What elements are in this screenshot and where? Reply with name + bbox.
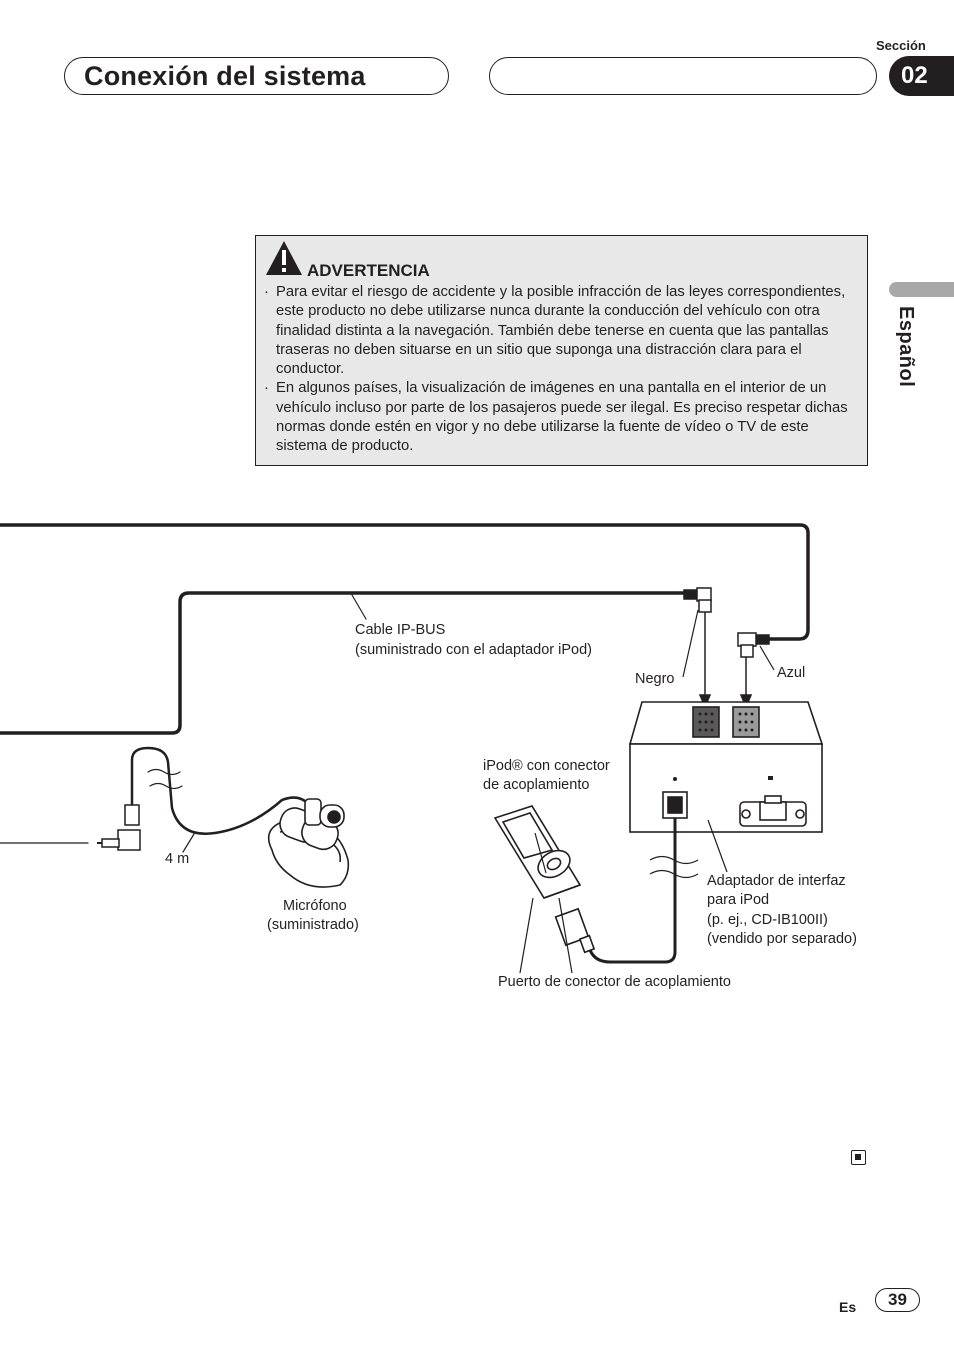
adapter-label-3: (p. ej., CD-IB100II) <box>707 912 828 928</box>
black-connector <box>683 587 712 613</box>
cable-ipbus <box>0 591 690 735</box>
adapter-label-4: (vendido por separado) <box>707 931 857 947</box>
language-tab-label: Español <box>895 306 917 388</box>
adapter-label-2: para iPod <box>707 892 770 908</box>
microphone-sublabel: (suministrado) <box>267 917 359 933</box>
warning-item: · En algunos países, la visualización de… <box>262 379 862 456</box>
mic-cable <box>130 746 312 835</box>
language-tab-marker <box>889 282 954 297</box>
section-label: Sección <box>876 38 926 53</box>
ipod-label: iPod® con conector <box>483 758 610 774</box>
mini-jack-plug <box>97 804 141 851</box>
blue-label: Azul <box>777 665 806 681</box>
page-number: 39 <box>875 1288 920 1312</box>
adapter-label-1: Adaptador de interfaz <box>707 873 846 889</box>
warning-item: · Para evitar el riesgo de accidente y l… <box>262 283 862 379</box>
cable-length-label: 4 m <box>165 851 190 867</box>
section-number: 02 <box>889 56 954 96</box>
warning-item-text: En algunos países, la visualización de i… <box>276 380 848 455</box>
ipbus-cable-label: Cable IP-BUS <box>355 622 446 638</box>
warning-title: ADVERTENCIA <box>307 261 430 280</box>
ipbus-cable-sublabel: (suministrado con el adaptador iPod) <box>355 642 592 658</box>
end-of-section-icon <box>851 1150 866 1165</box>
cable-blue <box>0 523 810 641</box>
bullet: · <box>264 284 269 300</box>
page-title: Conexión del sistema <box>84 61 366 91</box>
warning-triangle-icon <box>266 241 302 275</box>
title-frame <box>64 57 449 95</box>
bullet: · <box>264 380 269 397</box>
dock-port-label: Puerto de conector de acoplamiento <box>498 974 731 990</box>
blue-connector <box>737 632 770 658</box>
warning-list: · Para evitar el riesgo de accidente y l… <box>262 283 862 457</box>
ipod-sublabel: de acoplamiento <box>483 777 590 793</box>
black-label: Negro <box>635 671 675 687</box>
dock-cable <box>588 818 677 964</box>
ipod-adapter-box <box>628 701 824 833</box>
microphone-label: Micrófono <box>283 898 347 914</box>
warning-box <box>255 235 868 466</box>
microphone-drawing <box>267 798 350 888</box>
connection-diagram <box>0 523 824 974</box>
ipod-drawing <box>493 805 596 954</box>
warning-item-text: Para evitar el riesgo de accidente y la … <box>276 284 846 378</box>
header-blank-frame <box>489 57 877 95</box>
language-code: Es <box>839 1299 857 1315</box>
